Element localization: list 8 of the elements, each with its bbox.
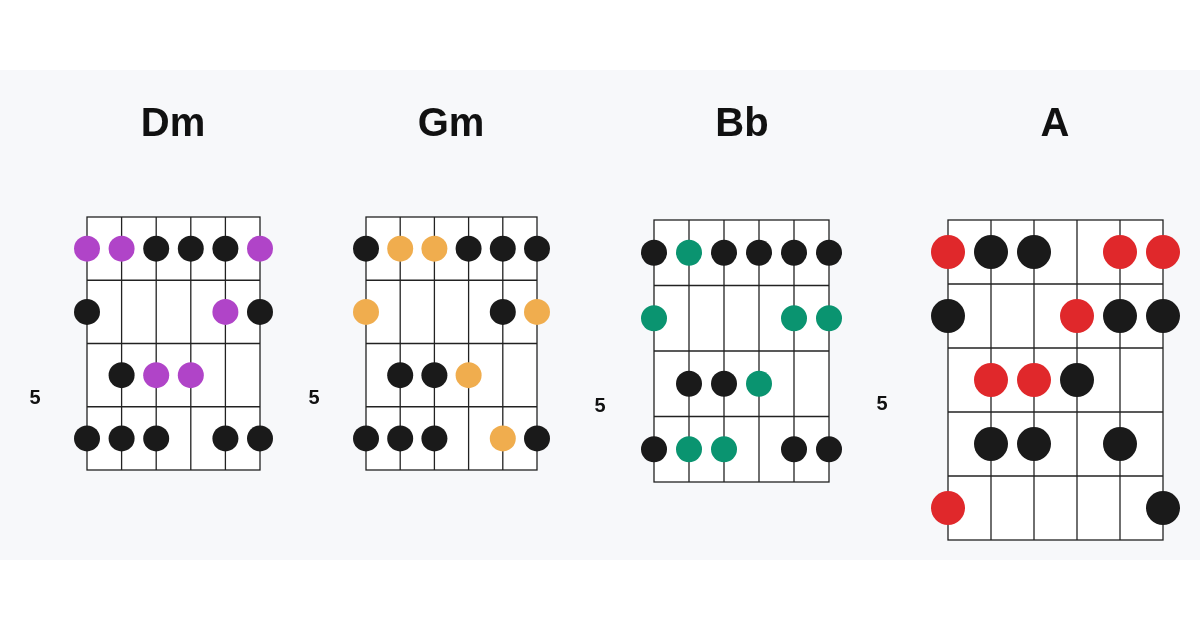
chord-name: A: [1040, 99, 1070, 145]
fret-number: 5: [29, 385, 41, 409]
chord-name: Gm: [417, 99, 485, 145]
fret-number: 5: [308, 385, 320, 409]
chord-name: Dm: [140, 99, 206, 145]
chord-name: Bb: [715, 99, 769, 145]
fret-number: 5: [876, 391, 888, 415]
fret-number: 5: [594, 393, 606, 417]
